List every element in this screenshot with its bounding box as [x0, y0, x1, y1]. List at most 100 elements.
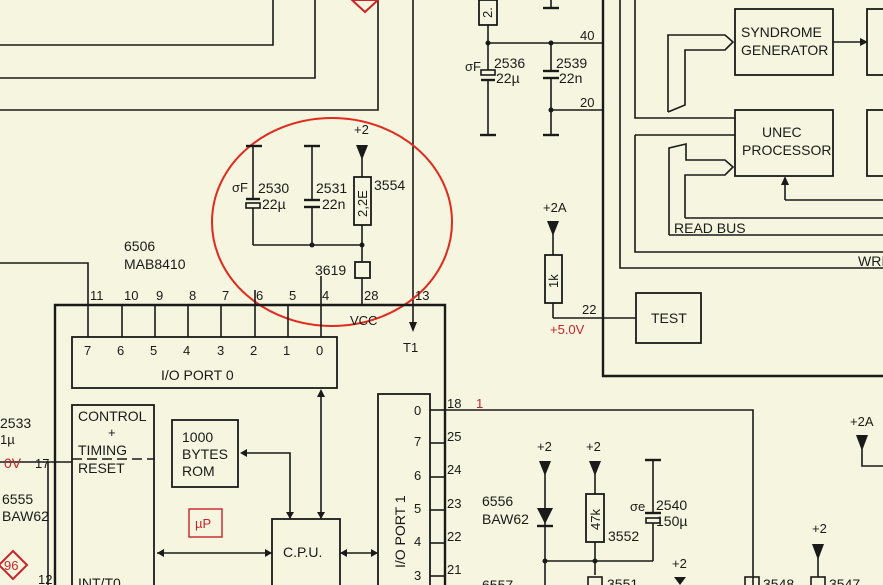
pin-12: 12 — [38, 572, 52, 585]
ic-port0_bits-6: 1 — [283, 343, 290, 358]
control-block — [71, 404, 155, 585]
ic-top_pins-9: 13 — [415, 288, 429, 303]
c2536-value: 22µ — [496, 70, 520, 86]
c2530-value: 22µ — [262, 196, 286, 212]
ic-port0_bits-7: 0 — [316, 343, 323, 358]
reset-label: RESET — [78, 460, 125, 476]
capacitor-2530: σF 2530 22µ — [232, 144, 289, 245]
r3554-ref: 3554 — [374, 177, 405, 193]
ic-port1_pins-3: 23 — [447, 496, 461, 511]
control-plus: + — [108, 425, 116, 440]
components-r3552-value: 47k — [588, 509, 603, 530]
top-middle: 2. 40 σF 2536 22µ 20 2539 22n — [465, 0, 603, 137]
blocks-syndrome-1: GENERATOR — [741, 42, 828, 58]
components-supply_misc-1: +2 — [812, 521, 827, 536]
ic-port1_pins-4: 22 — [447, 529, 461, 544]
ic-port0_bits-0: 7 — [84, 343, 91, 358]
ic-top_pins-0: 11 — [90, 288, 104, 303]
top-pin-numbers: 11 10 9 8 7 6 5 4 28 13 — [90, 288, 429, 303]
ic-port1_pins-5: 21 — [447, 562, 461, 577]
ic-port0_bits-5: 2 — [250, 343, 257, 358]
c2536-ref: 2536 — [494, 55, 525, 71]
c2540-ref: 2540 — [656, 497, 687, 513]
polarity-mark: σF — [232, 180, 248, 195]
c2539-value: 22n — [559, 70, 582, 86]
components-r1k-supply: +2A — [543, 200, 567, 215]
supply-arrow-icon — [356, 145, 368, 160]
d6556-ref: 6556 — [482, 493, 513, 509]
ic-port1_bits-2: 6 — [414, 468, 421, 483]
ic-top_pins-4: 7 — [222, 288, 229, 303]
components-x3548-ref: 3548 — [763, 576, 794, 585]
up-label: µP — [195, 516, 211, 531]
ic-top_pins-5: 6 — [256, 288, 263, 303]
left-edge: 2533 1µ 0V 17 6555 BAW62 96 12 — [0, 415, 52, 585]
components-c2540-mark: σe — [630, 499, 645, 514]
d6556-type: BAW62 — [482, 511, 529, 527]
write-bus-label: WRI — [858, 253, 883, 269]
ic-port1_bits-4: 4 — [414, 534, 421, 549]
rom-block — [171, 419, 239, 488]
ic-port0_bits-1: 6 — [117, 343, 124, 358]
diamond-top — [350, 0, 380, 14]
port0-label: I/O PORT 0 — [161, 367, 234, 383]
blocks-unec-1: PROCESSOR — [742, 142, 831, 158]
ic-port1_bits-5: 3 — [414, 568, 421, 583]
components-x3551-ref: 3551 — [607, 576, 638, 585]
port1-pins: 18 25 24 23 22 21 — [447, 396, 461, 577]
ic-top_pins-8: 28 — [364, 288, 378, 303]
ic-port1_bits-3: 5 — [414, 501, 421, 516]
port0-bits: 7 6 5 4 3 2 1 0 — [84, 343, 323, 358]
port0-pin-lines — [87, 276, 322, 337]
r3552-ref: 3552 — [608, 528, 639, 544]
port1-pin-lines — [430, 409, 445, 577]
ic-port1_bits-0: 0 — [414, 403, 421, 418]
ic-top_pins-3: 8 — [189, 288, 196, 303]
c2539-ref: 2539 — [556, 55, 587, 71]
c2533-value: 1µ — [0, 432, 15, 447]
cpu-label: C.P.U. — [283, 544, 322, 560]
ic-port0_bits-2: 5 — [150, 343, 157, 358]
diamond-96: 96 — [4, 558, 18, 573]
components-supply_misc-0: +2 — [672, 556, 687, 571]
timing-label: TIMING — [78, 442, 127, 458]
d6555-type: BAW62 — [2, 508, 49, 524]
vcc-label: VCC — [350, 313, 377, 328]
highlight-circle — [211, 117, 453, 327]
ic-top_pins-7: 4 — [322, 288, 329, 303]
right-blocks: SYNDROME GENERATOR UNEC PROCESSOR READ B… — [543, 0, 883, 378]
components-c2536-mark: σF — [465, 59, 481, 74]
unec-processor-block — [734, 109, 834, 177]
blocks-test: TEST — [651, 310, 687, 326]
control-label: CONTROL — [78, 408, 147, 424]
blocks-syndrome-0: SYNDROME — [741, 24, 822, 40]
zero-volt-label: 0V — [4, 455, 22, 471]
blocks-unec-0: UNEC — [762, 124, 802, 140]
components-r3552-supply: +2 — [586, 439, 601, 454]
pin-17: 17 — [35, 456, 49, 471]
components-d6556-supply: +2 — [537, 439, 552, 454]
supply-label: +2 — [354, 122, 369, 137]
ic-port1_pins-1: 25 — [447, 429, 461, 444]
ic-ref: 6506 — [124, 238, 155, 254]
components-d6557-ref: 6557 — [482, 577, 513, 585]
components-r_top-value: 2. — [480, 7, 495, 18]
ic-6506: 6506 MAB8410 11 10 9 8 7 6 5 4 28 13 VCC… — [0, 238, 754, 585]
ic-type: MAB8410 — [124, 256, 186, 272]
ic-top_pins-2: 9 — [156, 288, 163, 303]
nets-pin22: 22 — [582, 302, 596, 317]
ic-port1_pins-2: 24 — [447, 462, 461, 477]
rom-label: ROM — [182, 463, 215, 479]
components-r1k-value: 1k — [546, 274, 561, 288]
rom-bytes: BYTES — [182, 446, 228, 462]
port1-bits: 0 7 6 5 4 3 — [414, 403, 421, 583]
top-left-wires — [0, 0, 417, 332]
cpu-block — [271, 518, 341, 585]
d6555-ref: 6555 — [2, 491, 33, 507]
ic-port1_pins-0: 18 — [447, 396, 461, 411]
x3619-ref: 3619 — [315, 262, 346, 278]
v5-label: +5.0V — [550, 322, 585, 337]
read-bus-label: READ BUS — [674, 220, 746, 236]
c2533-ref: 2533 — [0, 415, 31, 431]
